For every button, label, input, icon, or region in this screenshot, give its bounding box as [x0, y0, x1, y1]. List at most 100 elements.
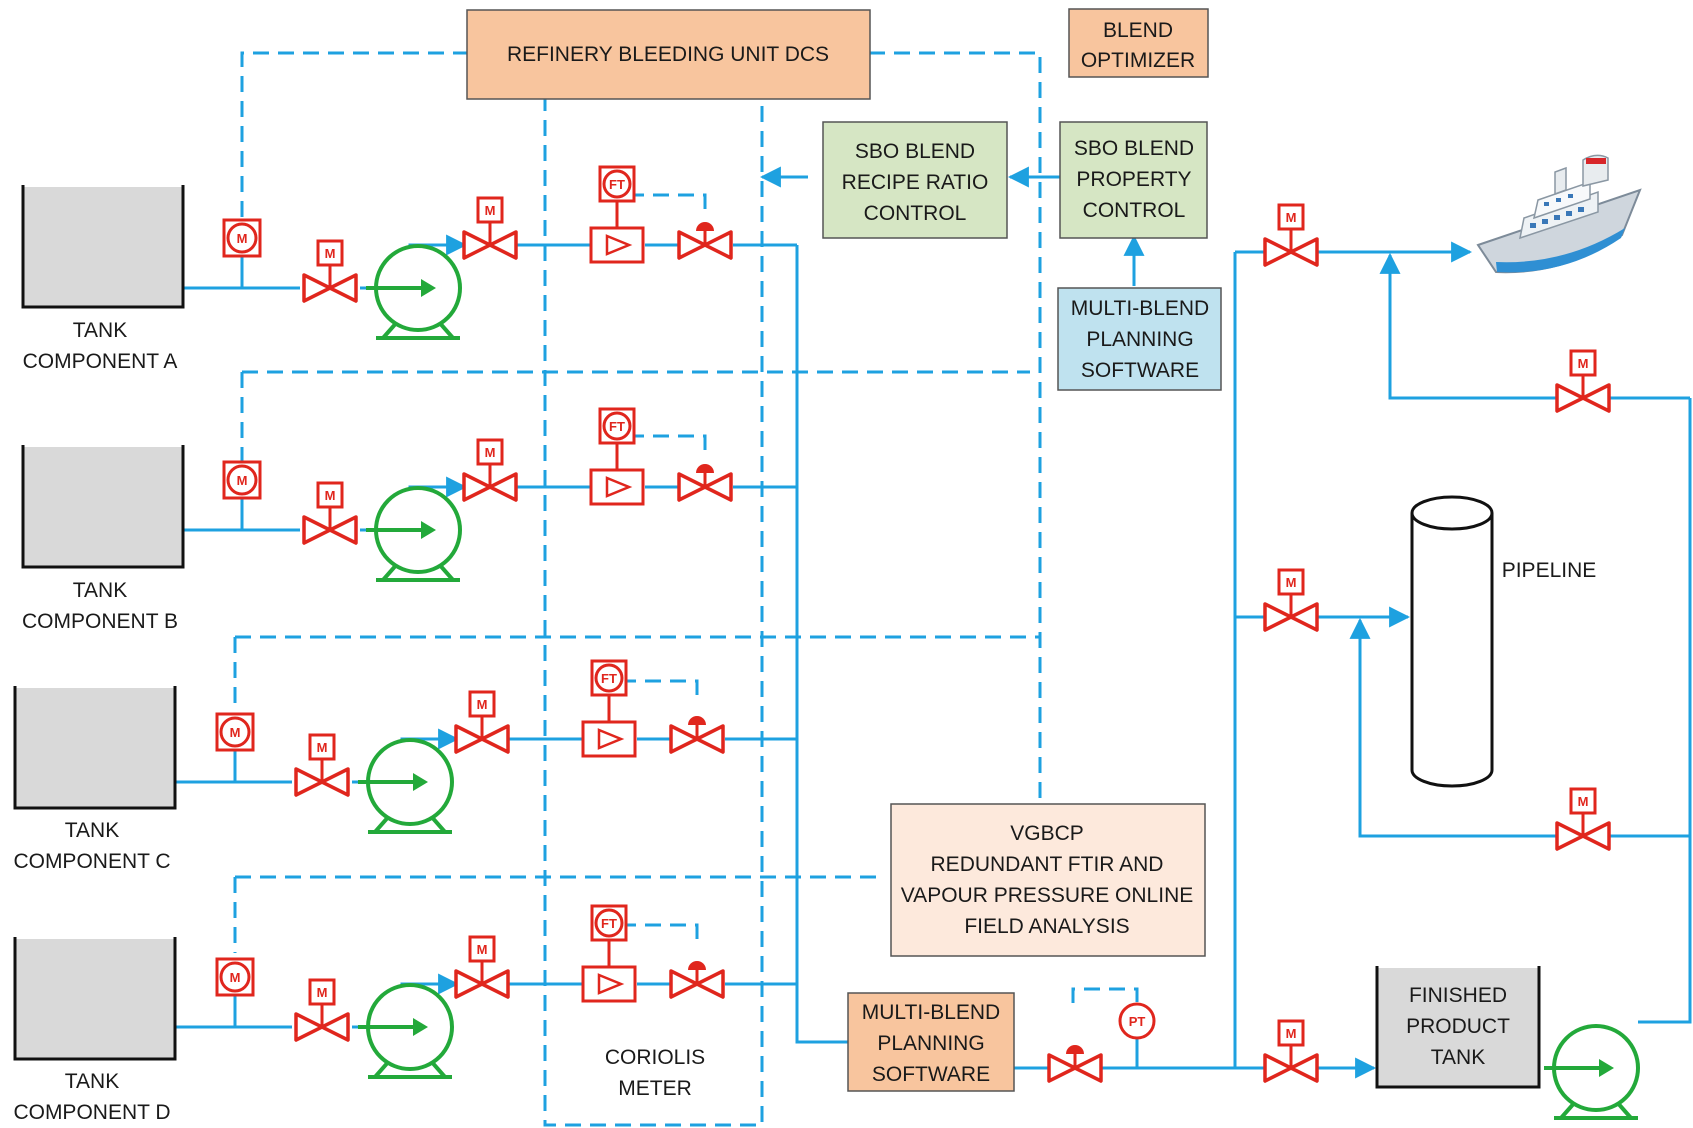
coriolis-flowmeter-c-icon: FT [581, 659, 637, 758]
optimizer-line-1: BLEND [1103, 19, 1173, 42]
recipe-line-2: RECIPE RATIO [842, 171, 989, 194]
pump-b-icon [366, 486, 462, 582]
planning-top-line-2: PLANNING [1086, 328, 1193, 351]
planning-software-top-box: MULTI-BLEND PLANNING SOFTWARE [1057, 287, 1222, 391]
control-valve-d-icon [669, 961, 725, 999]
tank-a-label-2: COMPONENT A [23, 350, 178, 373]
vgbcp-line-4: FIELD ANALYSIS [964, 915, 1129, 938]
dcs-box-label: REFINERY BLEEDING UNIT DCS [507, 43, 829, 66]
discharge-motor-valve-d-icon: M [454, 935, 510, 999]
pumps [358, 244, 1640, 1120]
coriolis-flowmeter-b-icon: FT [589, 407, 645, 506]
coriolis-label-2: METER [618, 1077, 692, 1100]
output-control-valve-icon [1047, 1045, 1103, 1083]
tank-component-b: TANK COMPONENT B [21, 445, 185, 633]
svg-text:FT: FT [601, 671, 617, 686]
vgbcp-line-2: REDUNDANT FTIR AND [931, 853, 1164, 876]
svg-text:M: M [317, 740, 328, 755]
finished-tank-line-3: TANK [1431, 1046, 1485, 1069]
svg-text:FT: FT [609, 177, 625, 192]
inlet-motor-valve-c-icon: M [294, 733, 350, 797]
property-control-box: SBO BLEND PROPERTY CONTROL [1059, 121, 1208, 239]
pipeline-cylinder-icon [1410, 495, 1494, 788]
tank-d-label-2: COMPONENT D [13, 1101, 170, 1124]
tank-a-label-1: TANK [73, 319, 127, 342]
dcs-box: REFINERY BLEEDING UNIT DCS [466, 9, 871, 100]
svg-text:M: M [230, 725, 241, 740]
inlet-motor-valve-d-icon: M [294, 978, 350, 1042]
svg-text:M: M [477, 942, 488, 957]
svg-text:FT: FT [601, 916, 617, 931]
pipeline-recirc-valve-icon: M [1555, 787, 1611, 851]
pump-c-icon [358, 738, 454, 834]
planning-bottom-line-1: MULTI-BLEND [862, 1001, 1000, 1024]
pipeline-label: PIPELINE [1502, 559, 1597, 582]
svg-text:M: M [325, 488, 336, 503]
tank-c-label-2: COMPONENT C [13, 850, 170, 873]
motor-sensor-a-icon: M [222, 218, 262, 258]
coriolis-flowmeter-a-icon: FT [589, 165, 645, 264]
finished-tank-line-2: PRODUCT [1406, 1015, 1510, 1038]
optimizer-line-2: OPTIMIZER [1081, 49, 1195, 72]
svg-text:M: M [325, 246, 336, 261]
planning-top-line-3: SOFTWARE [1081, 359, 1199, 382]
discharge-motor-valve-b-icon: M [462, 438, 518, 502]
pressure-transmitter-icon: PT [1118, 1002, 1156, 1068]
motor-sensor-c-icon: M [215, 712, 255, 752]
svg-text:M: M [1578, 356, 1589, 371]
finished-pump-icon [1544, 1024, 1640, 1120]
tank-c-label-1: TANK [65, 819, 119, 842]
vgbcp-line-1: VGBCP [1010, 822, 1084, 845]
ship-recirc-valve-icon: M [1555, 349, 1611, 413]
vgbcp-line-3: VAPOUR PRESSURE ONLINE [901, 884, 1194, 907]
instruments: M M M FT M M M FT M M M FT M M M FT PT M M M M M [215, 165, 1611, 1083]
svg-text:M: M [237, 473, 248, 488]
planning-top-line-1: MULTI-BLEND [1071, 297, 1209, 320]
svg-text:M: M [237, 231, 248, 246]
finished-product-tank: FINISHED PRODUCT TANK [1375, 966, 1541, 1089]
property-line-2: PROPERTY [1076, 168, 1191, 191]
recipe-ratio-box: SBO BLEND RECIPE RATIO CONTROL [822, 121, 1008, 239]
motor-sensor-d-icon: M [215, 957, 255, 997]
svg-text:M: M [230, 970, 241, 985]
tank-d-label-1: TANK [65, 1070, 119, 1093]
svg-text:M: M [317, 985, 328, 1000]
svg-text:M: M [1286, 210, 1297, 225]
pump-d-icon [358, 983, 454, 1079]
pipeline-motor-valve-icon: M [1263, 568, 1319, 632]
svg-text:M: M [477, 697, 488, 712]
blend-optimizer-box: BLEND OPTIMIZER [1068, 8, 1209, 78]
svg-text:M: M [485, 203, 496, 218]
property-line-1: SBO BLEND [1074, 137, 1194, 160]
motor-sensor-b-icon: M [222, 460, 262, 500]
property-line-3: CONTROL [1083, 199, 1186, 222]
control-valve-c-icon [669, 716, 725, 754]
finished-tank-line-1: FINISHED [1409, 984, 1507, 1007]
control-valve-a-icon [677, 222, 733, 260]
discharge-motor-valve-a-icon: M [462, 196, 518, 260]
planning-bottom-line-3: SOFTWARE [872, 1063, 990, 1086]
recipe-line-1: SBO BLEND [855, 140, 975, 163]
svg-text:M: M [1286, 575, 1297, 590]
ship-icon [1476, 154, 1642, 274]
coriolis-label-1: CORIOLIS [605, 1046, 705, 1069]
control-valve-b-icon [677, 464, 733, 502]
coriolis-flowmeter-d-icon: FT [581, 904, 637, 1003]
svg-text:M: M [1578, 794, 1589, 809]
tank-component-a: TANK COMPONENT A [21, 185, 185, 373]
svg-text:FT: FT [609, 419, 625, 434]
planning-bottom-line-2: PLANNING [877, 1032, 984, 1055]
tank-b-label-1: TANK [73, 579, 127, 602]
vgbcp-box: VGBCP REDUNDANT FTIR AND VAPOUR PRESSURE… [890, 803, 1206, 957]
tank-b-label-2: COMPONENT B [22, 610, 178, 633]
tank-component-d: TANK COMPONENT D [13, 937, 177, 1124]
planning-software-bottom-box: MULTI-BLEND PLANNING SOFTWARE [847, 992, 1015, 1092]
tank-motor-valve-icon: M [1263, 1019, 1319, 1083]
svg-text:M: M [485, 445, 496, 460]
svg-text:PT: PT [1129, 1014, 1146, 1029]
pump-a-icon [366, 244, 462, 340]
tank-component-c: TANK COMPONENT C [13, 686, 177, 873]
discharge-motor-valve-c-icon: M [454, 690, 510, 754]
inlet-motor-valve-a-icon: M [302, 239, 358, 303]
